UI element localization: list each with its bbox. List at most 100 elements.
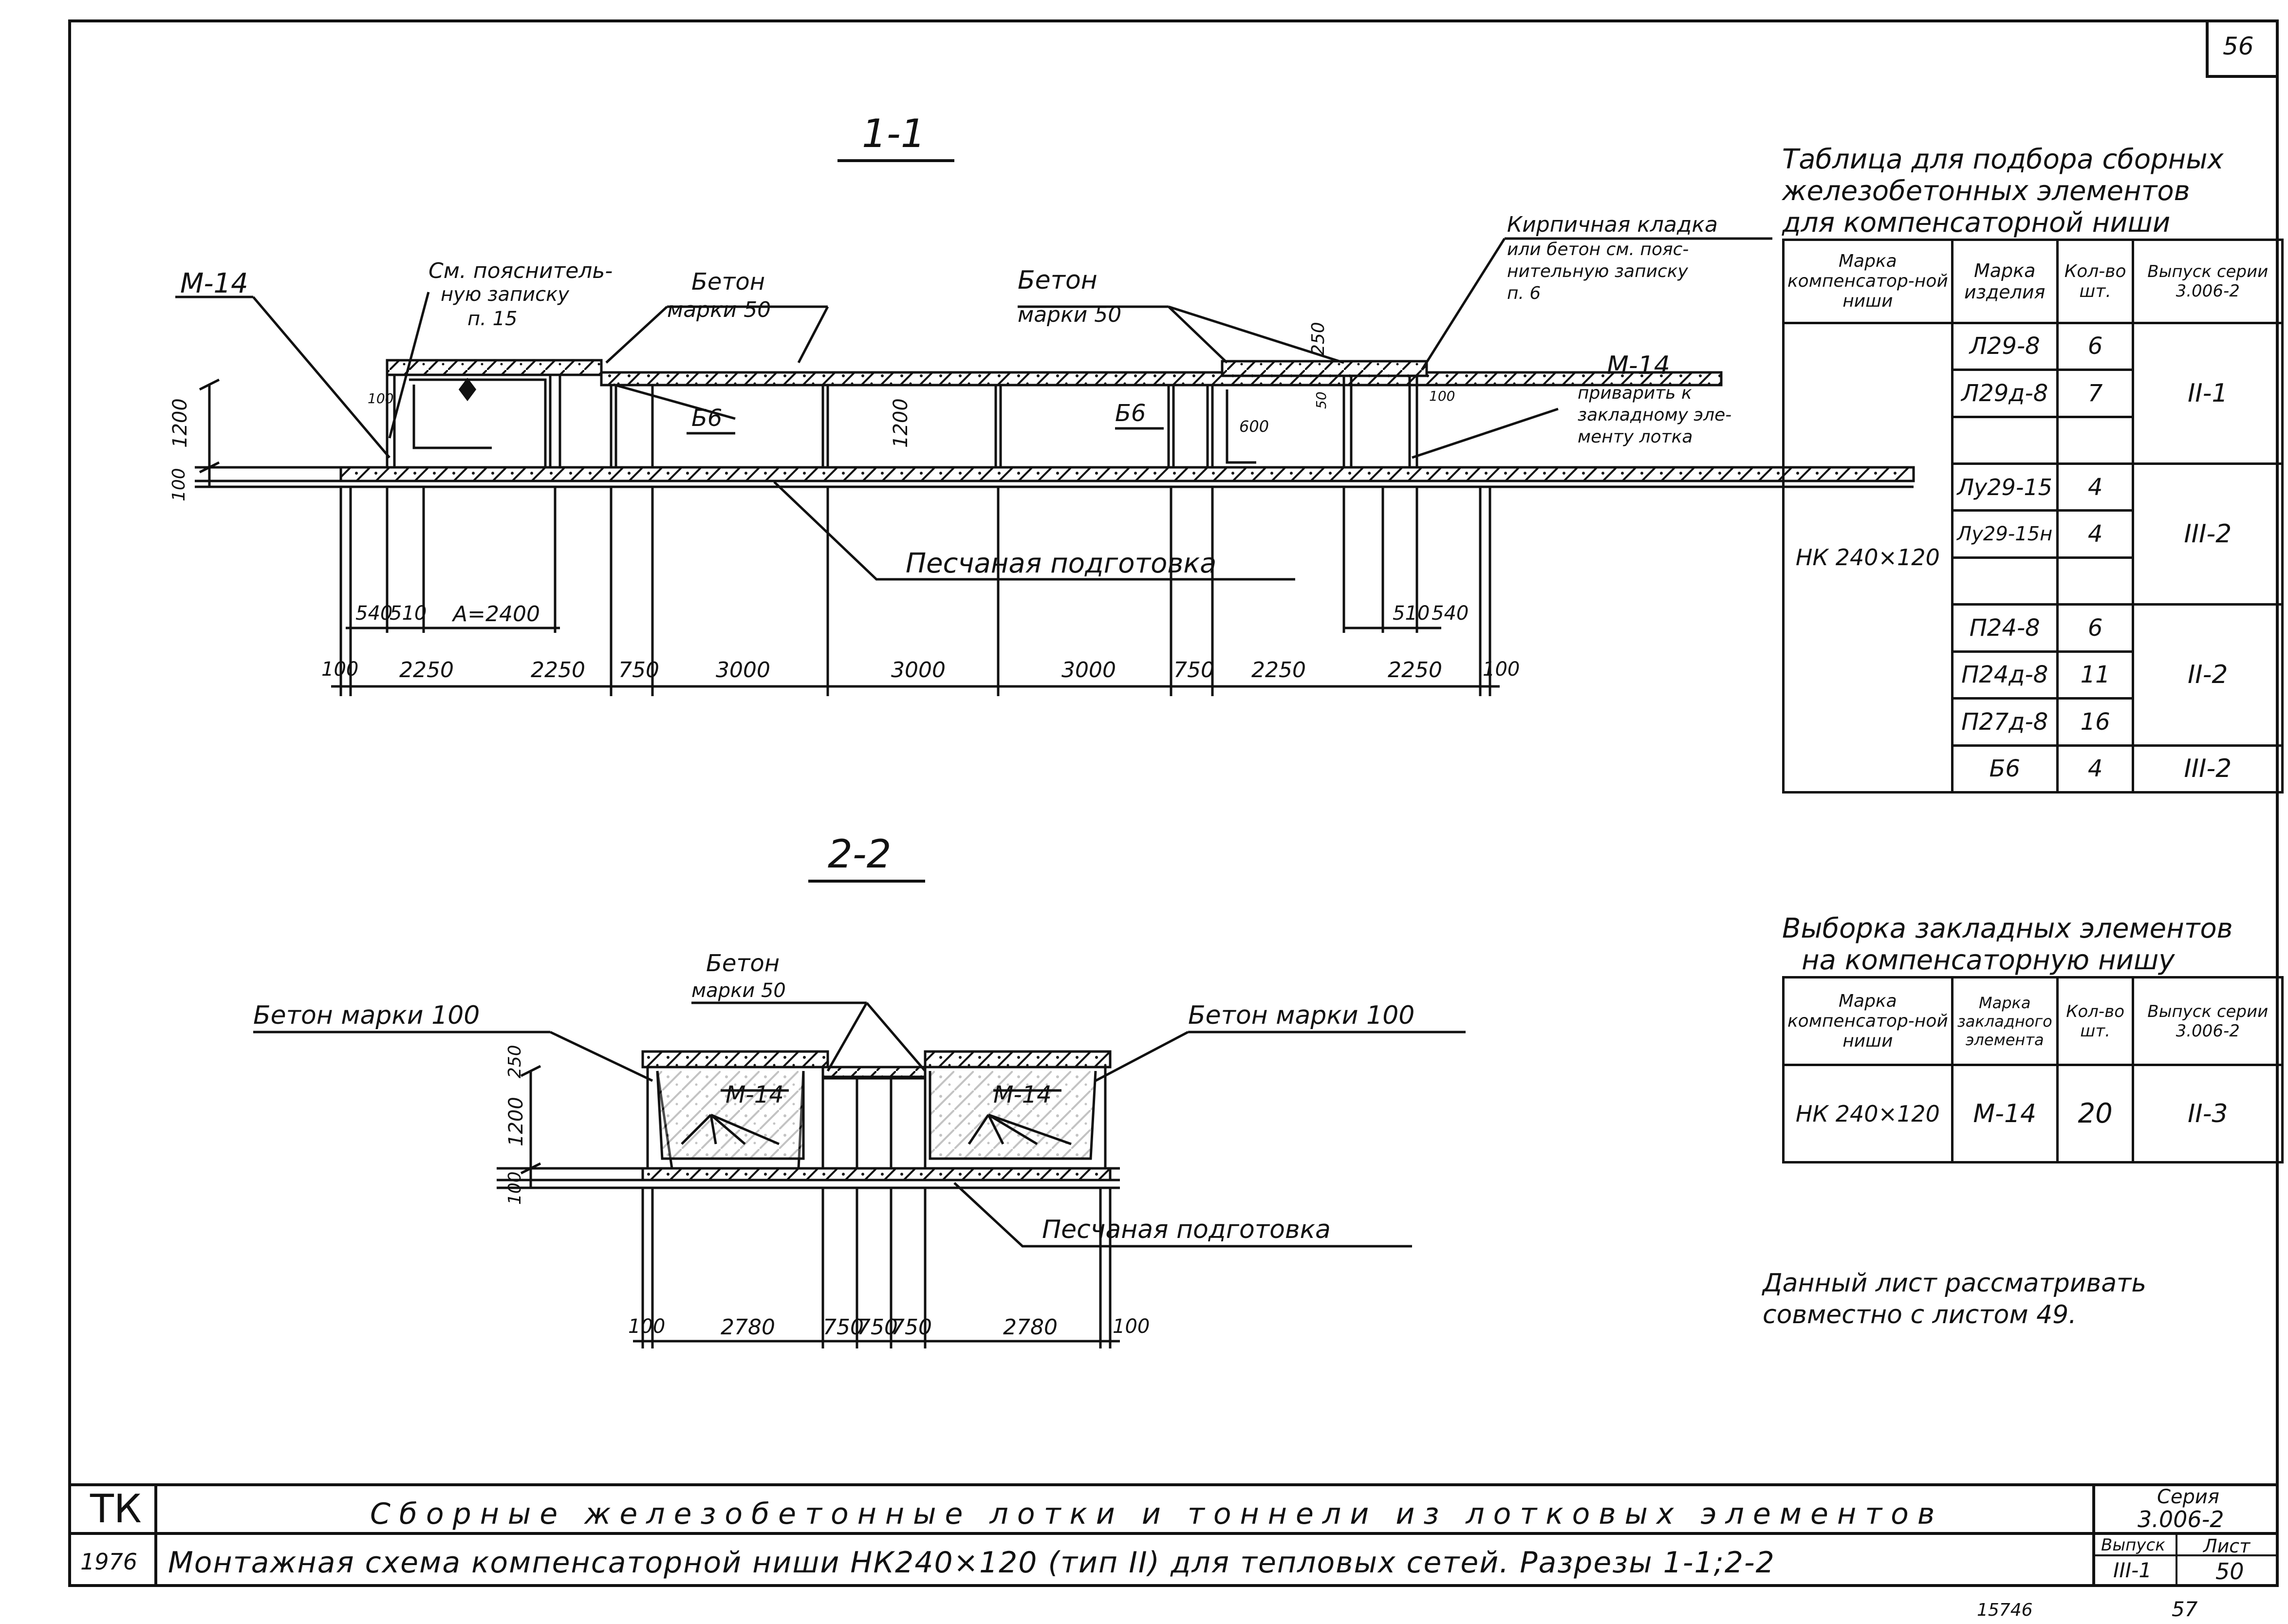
qty-cell: 20: [2056, 1064, 2135, 1163]
m14-right-label: М-14: [1607, 351, 1670, 380]
dim-510-left: 510: [390, 602, 427, 625]
item-cell: П24-8: [1951, 603, 2059, 653]
dim-value: 3000: [891, 658, 946, 683]
dim-50: 50: [1313, 391, 1329, 409]
qty-cell: 4: [2056, 744, 2135, 794]
selection-table: Марка компенсатор-ной ниши Марка изделия…: [1782, 239, 2284, 794]
dim-540-right: 540: [1432, 602, 1469, 625]
niche-mark-cell: НК 240×120: [1782, 321, 1953, 794]
series-label: Серия: [2157, 1486, 2219, 1508]
item-cell: [1951, 415, 2059, 465]
qty-cell: 11: [2056, 650, 2135, 700]
dim-value: 3000: [1061, 658, 1116, 683]
beton-right-label: Бетон марки 100: [1188, 1001, 1415, 1030]
item-cell: Л29д-8: [1951, 369, 2059, 418]
beton-1-label: Бетон: [691, 268, 765, 295]
see-note-label-3: п. 15: [467, 308, 518, 330]
qty-cell: 7: [2056, 369, 2135, 418]
embedded-elements-table: Марка компенсатор-ной ниши Марка закладн…: [1782, 976, 2284, 1163]
dim-510-right: 510: [1393, 602, 1430, 625]
header-qty: Кол-во шт.: [2056, 239, 2135, 324]
issue-cell: II-2: [2132, 603, 2284, 747]
title-line-1: Сборные железобетонные лотки и тоннели и…: [370, 1497, 1944, 1531]
weld-note-2: закладному эле-: [1578, 405, 1732, 425]
dim-value: 750: [891, 1315, 932, 1340]
see-note-label-2: ную записку: [441, 283, 569, 306]
dim-1200-s2: 1200: [505, 1097, 527, 1146]
dim-250: 250: [1308, 322, 1328, 355]
item-cell: П27д-8: [1951, 697, 2059, 747]
dim-540-left: 540: [355, 602, 393, 625]
header-niche-mark: Марка компенсатор-ной ниши: [1782, 976, 1953, 1066]
item-cell: П24д-8: [1951, 650, 2059, 700]
sheet-frame: [68, 19, 2279, 1587]
dim-value: 750: [618, 658, 659, 683]
section-2-2-heading: 2-2: [828, 831, 892, 877]
dim-value: 2250: [399, 658, 454, 683]
issue-cell: III-2: [2132, 462, 2284, 606]
beton-2-grade: марки 50: [1018, 302, 1122, 327]
section-2-bottom-dims: 100 2780 750 750 750 2780 100: [628, 1315, 1150, 1346]
title-block-code: ТК: [90, 1486, 142, 1532]
m14-b-label: М-14: [993, 1081, 1052, 1108]
dim-value: 100: [321, 658, 359, 681]
table-1-title-1: Таблица для подбора сборных: [1782, 144, 2224, 175]
sand-label-2: Песчаная подготовка: [1042, 1215, 1331, 1244]
b6-left-label: Б6: [691, 405, 723, 432]
dim-1200-mid: 1200: [890, 398, 912, 448]
table-2-title-1: Выборка закладных элементов: [1782, 913, 2233, 944]
header-niche-mark: Марка компенсатор-ной ниши: [1782, 239, 1953, 324]
dim-100-top-left: 100: [368, 390, 394, 406]
section-1-bottom-dims: 100 2250 2250 750 3000 3000 3000 750 225…: [321, 658, 1520, 689]
beton-1-grade: марки 50: [667, 297, 771, 322]
beton-left-label: Бетон марки 100: [253, 1001, 480, 1030]
page-number-bottom: 57: [2172, 1597, 2198, 1621]
section-1-1-heading: 1-1: [862, 111, 926, 156]
issue-label: Выпуск: [2101, 1535, 2165, 1555]
beton-2-label: Бетон: [1018, 266, 1097, 295]
weld-note-3: менту лотка: [1578, 427, 1693, 447]
page-number-box: [2206, 19, 2279, 78]
issue-value: III-1: [2113, 1558, 2152, 1582]
qty-cell: 4: [2056, 462, 2135, 512]
beton-top-grade: марки 50: [691, 979, 786, 1002]
dim-1200-left: 1200: [169, 398, 191, 448]
item-cell: Л29-8: [1951, 321, 2059, 371]
qty-cell: [2056, 415, 2135, 465]
series-value: 3.006-2: [2138, 1506, 2224, 1532]
beton-top-label: Бетон: [706, 950, 780, 977]
qty-cell: [2056, 556, 2135, 606]
dim-value: 2250: [1251, 658, 1306, 683]
item-cell: Лу29-15: [1951, 462, 2059, 512]
dim-250-s2: 250: [505, 1045, 525, 1078]
dim-100-top-right: 100: [1429, 388, 1455, 404]
brick-label-4: п. 6: [1507, 283, 1541, 303]
qty-cell: 6: [2056, 321, 2135, 371]
sheet-label: Лист: [2203, 1535, 2251, 1557]
qty-cell: 6: [2056, 603, 2135, 653]
qty-cell: 16: [2056, 697, 2135, 747]
table-2-title-2: на компенсаторную нишу: [1802, 944, 2175, 976]
b6-right-label: Б6: [1115, 400, 1146, 427]
item-cell: Лу29-15н: [1951, 509, 2059, 559]
header-item-mark: Марка изделия: [1951, 239, 2059, 324]
see-note-label: См. пояснитель-: [428, 258, 613, 283]
sheet-value: 50: [2215, 1558, 2244, 1585]
element-cell: М-14: [1951, 1064, 2059, 1163]
sand-label-1: Песчаная подготовка: [906, 548, 1217, 579]
dim-100-s2: 100: [505, 1171, 525, 1205]
niche-cell: НК 240×120: [1782, 1064, 1953, 1163]
m14-a-label: М-14: [725, 1081, 784, 1108]
dim-value: 100: [628, 1315, 666, 1338]
m14-left-label: М-14: [180, 268, 248, 299]
brick-label-2: или бетон см. пояс-: [1507, 240, 1689, 259]
issue-cell: II-3: [2132, 1064, 2284, 1163]
weld-note-1: приварить к: [1578, 383, 1692, 403]
issue-cell: III-2: [2132, 744, 2284, 794]
header-issue: Выпуск серии 3.006-2: [2132, 976, 2284, 1066]
dim-value: 2780: [1003, 1315, 1058, 1340]
bottom-stamp: 15746: [1977, 1600, 2033, 1620]
dim-value: 100: [1113, 1315, 1150, 1338]
dim-value: 750: [857, 1315, 898, 1340]
qty-cell: 4: [2056, 509, 2135, 559]
